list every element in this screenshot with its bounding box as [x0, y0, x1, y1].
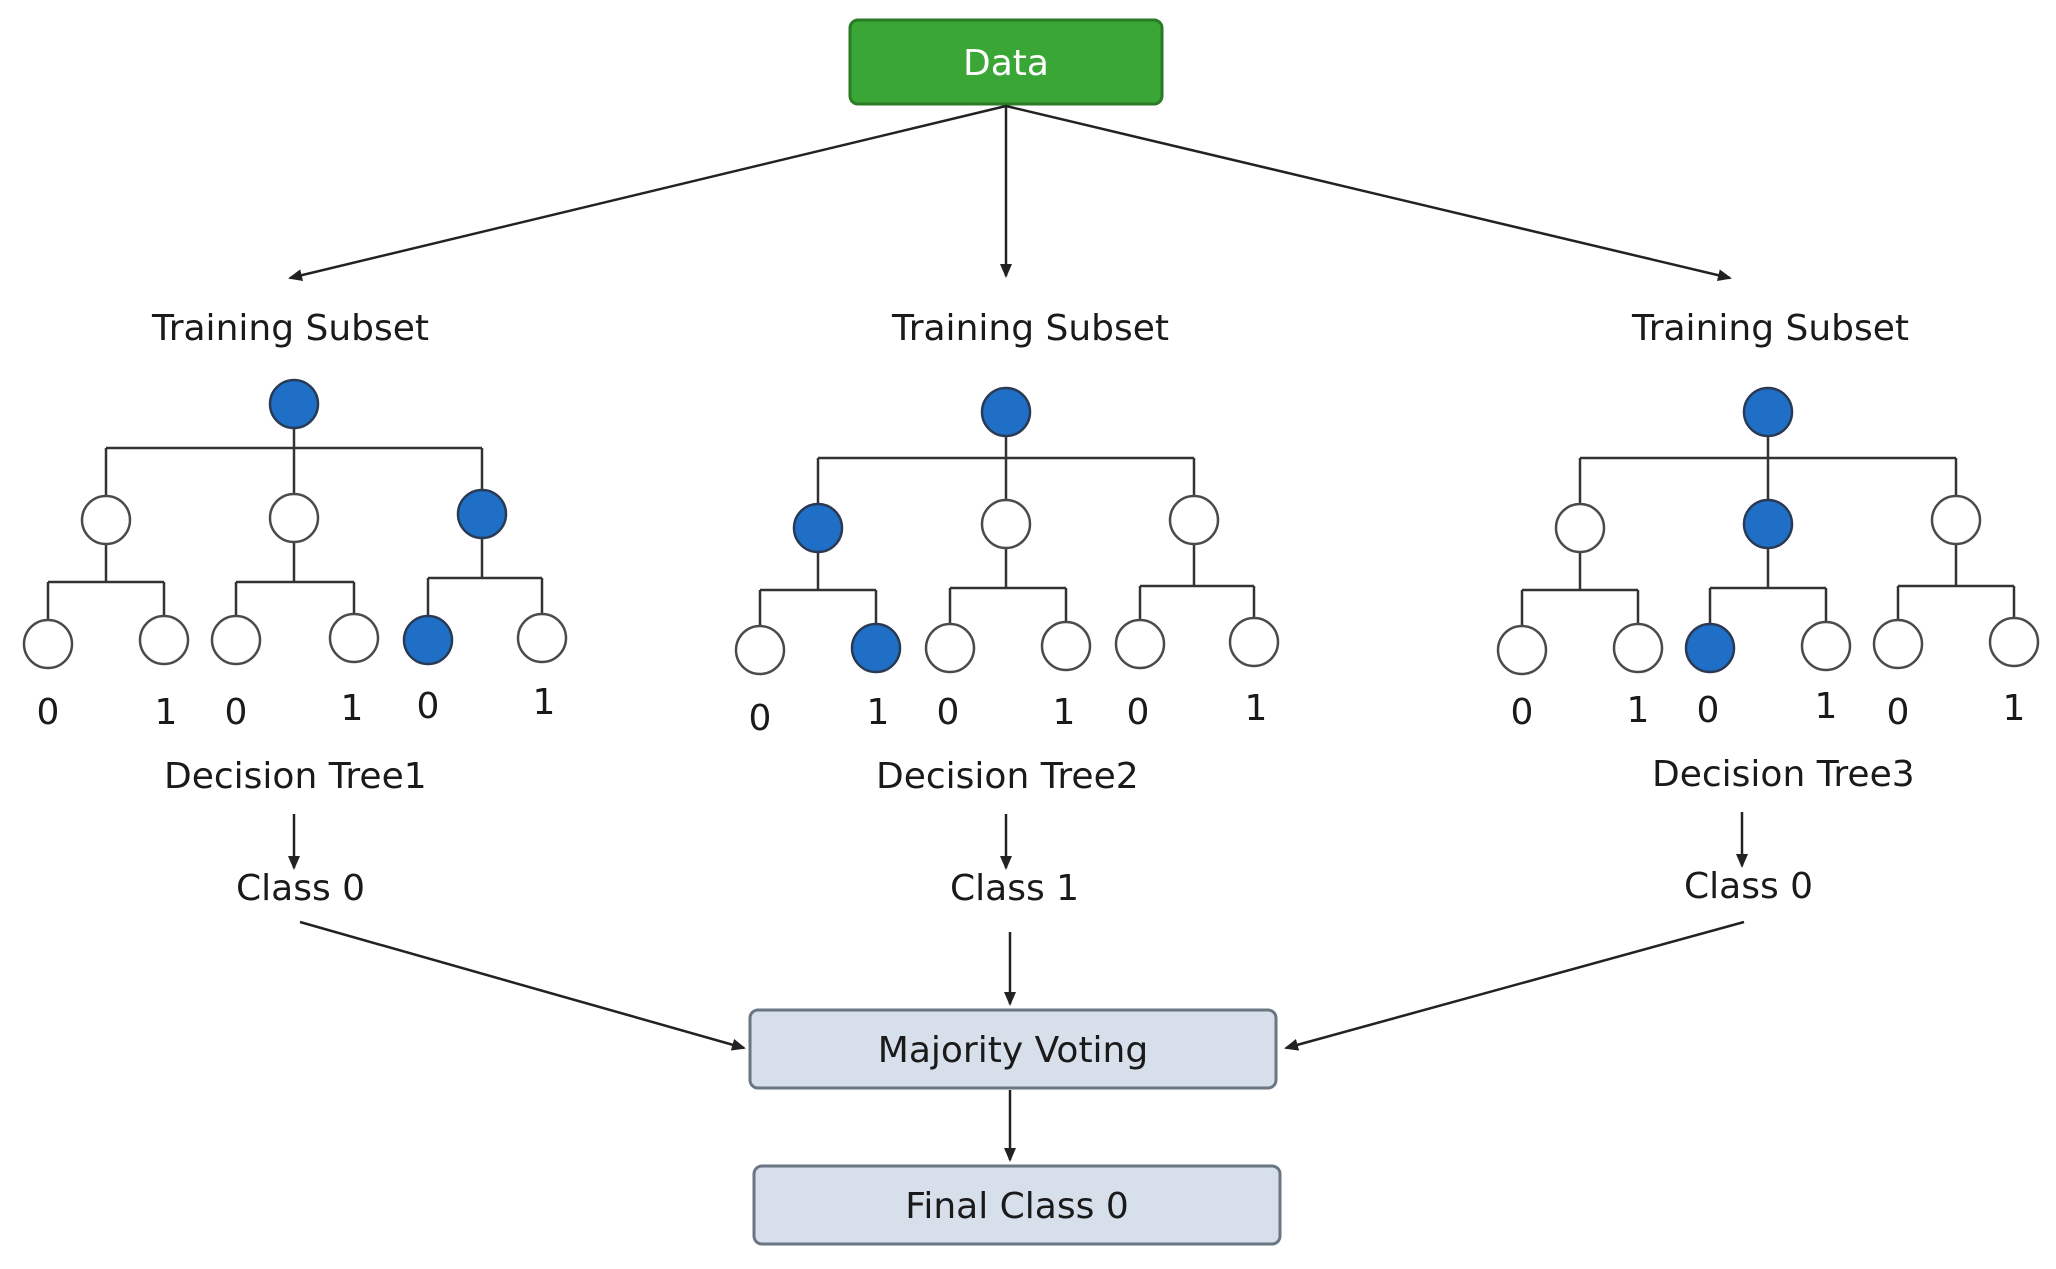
tree-1-leaf-label-2: 1 [155, 692, 178, 733]
tree-3-leaf-node-4 [1800, 620, 1852, 672]
tree-3-leaf-node-1 [1496, 624, 1548, 676]
tree-2-leaf-node-6 [1228, 616, 1280, 668]
tree-2-subset-label: Training Subset [891, 308, 1169, 349]
tree-2-child-node-2 [980, 498, 1032, 550]
tree-2-leaf-node-2 [850, 622, 902, 674]
tree-1-group: Training Subset [22, 308, 568, 909]
tree-3-edges [1520, 436, 2016, 626]
tree-2-edges [758, 436, 1256, 626]
tree-2-child-node-1 [792, 502, 844, 554]
tree-3-subset-label: Training Subset [1631, 308, 1909, 349]
tree-3-leaf-node-2 [1612, 622, 1664, 674]
tree-2-leaf-label-2: 1 [867, 692, 890, 733]
majority-voting-box: Majority Voting [748, 1008, 1278, 1090]
tree-3-group: Training Subset [1496, 308, 2040, 907]
arrow-class-3-to-voting [1284, 920, 1745, 1051]
tree-1-leaf-label-1: 0 [37, 692, 60, 733]
tree-2-root-node [980, 386, 1032, 438]
final-class-label: Final Class 0 [905, 1186, 1128, 1227]
arrow-data-to-subset-1 [288, 104, 1007, 282]
tree-2-leaf-node-1 [734, 624, 786, 676]
tree-1-leaf-label-4: 1 [341, 688, 364, 729]
tree-2-leaf-label-1: 0 [749, 698, 772, 739]
tree-1-leaf-node-2 [138, 614, 190, 666]
tree-1-leaf-node-5 [402, 614, 454, 666]
tree-1-decision-tree-label: Decision Tree1 [164, 756, 427, 797]
tree-3-child-node-2 [1742, 498, 1794, 550]
tree-2-leaf-label-6: 1 [1245, 688, 1268, 729]
tree-1-root-node [268, 378, 320, 430]
tree-2-leaf-node-5 [1114, 618, 1166, 670]
tree-1-leaf-node-1 [22, 618, 74, 670]
tree-2-group: Training Subset [734, 308, 1280, 909]
tree-3-decision-tree-label: Decision Tree3 [1652, 754, 1915, 795]
tree-1-subset-label: Training Subset [151, 308, 429, 349]
tree-3-class-label: Class 0 [1684, 866, 1813, 907]
tree-2-leaf-node-4 [1040, 620, 1092, 672]
tree-3-root-node [1742, 386, 1794, 438]
final-class-box: Final Class 0 [752, 1164, 1282, 1246]
tree-2-class-label: Class 1 [950, 868, 1079, 909]
tree-1-class-label: Class 0 [236, 868, 365, 909]
data-box: Data [848, 18, 1164, 106]
tree-3-leaf-node-3 [1684, 622, 1736, 674]
tree-2-decision-tree-label: Decision Tree2 [876, 756, 1139, 797]
tree-1-leaf-label-3: 0 [225, 692, 248, 733]
tree-1-leaf-label-6: 1 [533, 682, 556, 723]
class-to-voting-arrows [299, 920, 1745, 1051]
tree-3-leaf-label-3: 0 [1697, 690, 1720, 731]
tree-1-leaf-node-4 [328, 612, 380, 664]
tree-2-leaf-label-5: 0 [1127, 692, 1150, 733]
tree-1-leaf-node-3 [210, 614, 262, 666]
tree-2-leaf-node-3 [924, 622, 976, 674]
tree-1-child-node-2 [268, 492, 320, 544]
tree-2-leaf-label-4: 1 [1053, 692, 1076, 733]
data-box-label: Data [963, 43, 1049, 84]
majority-voting-label: Majority Voting [878, 1030, 1148, 1071]
arrow-data-to-subset-3 [1005, 104, 1732, 282]
tree-1-child-node-1 [80, 494, 132, 546]
data-to-subset-arrows [288, 104, 1732, 282]
tree-3-leaf-label-1: 0 [1511, 692, 1534, 733]
arrow-class-1-to-voting [299, 920, 746, 1051]
tree-1-leaf-label-5: 0 [417, 686, 440, 727]
tree-1-child-node-3 [456, 488, 508, 540]
tree-1-leaf-node-6 [516, 612, 568, 664]
tree-3-leaf-node-6 [1988, 616, 2040, 668]
tree-3-child-node-1 [1554, 502, 1606, 554]
tree-2-child-node-3 [1168, 494, 1220, 546]
tree-2-leaf-label-3: 0 [937, 692, 960, 733]
tree-1-edges [46, 428, 544, 620]
tree-3-leaf-label-5: 0 [1887, 692, 1910, 733]
tree-3-leaf-label-4: 1 [1815, 686, 1838, 727]
tree-3-leaf-label-2: 1 [1627, 690, 1650, 731]
tree-3-leaf-label-6: 1 [2003, 688, 2026, 729]
tree-3-leaf-node-5 [1872, 618, 1924, 670]
tree-3-child-node-3 [1930, 494, 1982, 546]
